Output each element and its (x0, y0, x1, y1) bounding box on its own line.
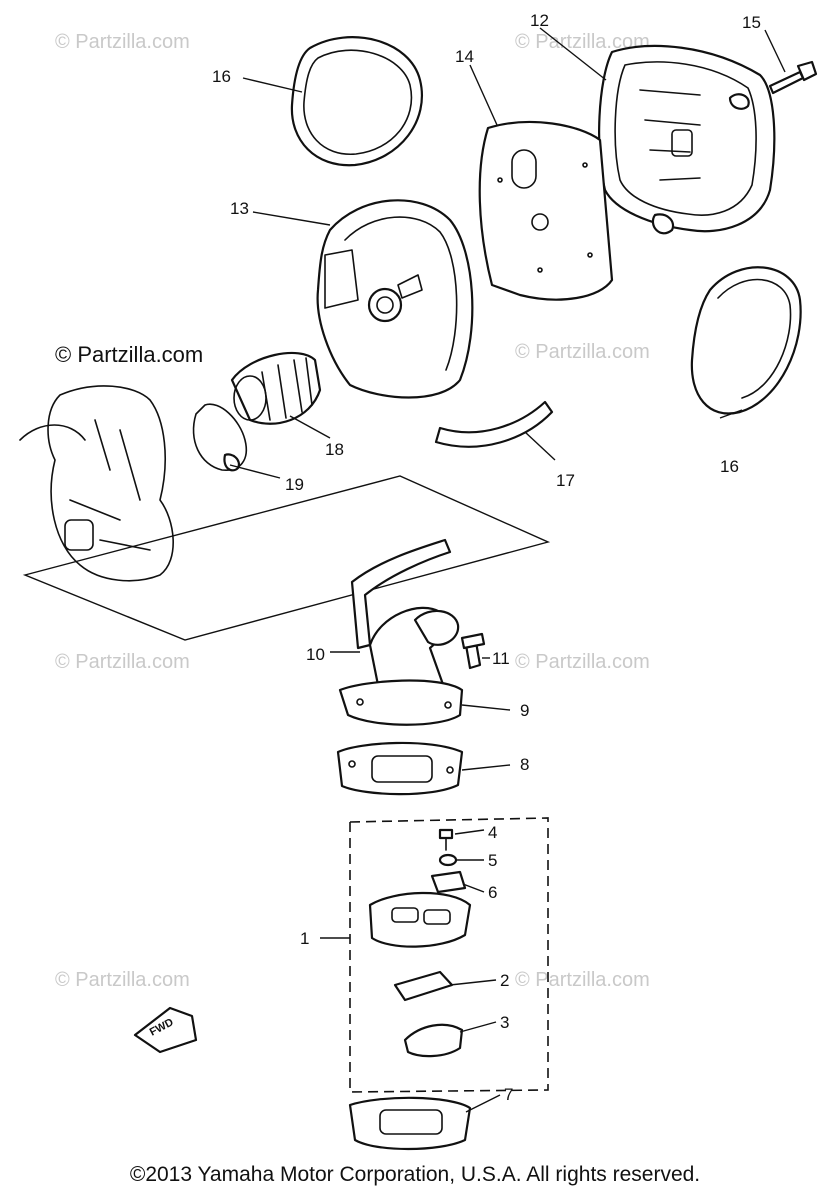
part-14-filter-plate (478, 120, 614, 301)
part-label-4: 4 (488, 823, 497, 842)
part-label-13: 13 (230, 199, 249, 218)
part-3-stopper-plate (403, 1023, 464, 1058)
part-2-reed (393, 970, 454, 1002)
part-label-7: 7 (504, 1085, 513, 1104)
part-16-seal-upper (290, 36, 423, 167)
part-label-10: 10 (306, 645, 325, 664)
part-label-5: 5 (488, 851, 497, 870)
part-label-11: 11 (492, 649, 510, 668)
watermark: © Partzilla.com (515, 31, 650, 53)
watermark: © Partzilla.com (515, 341, 650, 363)
reed-valve-body (368, 891, 472, 948)
part-7-gasket (348, 1096, 472, 1151)
part-5-washer (438, 853, 458, 867)
part-label-12: 12 (530, 11, 549, 30)
part-label-16: 16 (212, 67, 231, 86)
part-8-gasket (336, 741, 464, 796)
watermark: © Partzilla.com (55, 651, 190, 673)
watermark: © Partzilla.com (55, 31, 190, 53)
part-label-14: 14 (455, 47, 474, 66)
part-label-2: 2 (500, 971, 509, 990)
reed-valve-assembly-box (349, 817, 549, 1093)
part-6-stopper (430, 870, 467, 894)
assembly-outline (22, 475, 551, 641)
watermark: © Partzilla.com (55, 969, 190, 991)
part-label-3: 3 (500, 1013, 509, 1032)
watermark: © Partzilla.com (515, 969, 650, 991)
part-label-6: 6 (488, 883, 497, 902)
part-11-bolt (460, 632, 486, 670)
watermark-main: © Partzilla.com (55, 342, 203, 367)
part-17-hose (434, 400, 554, 448)
part-label-16-lower: 16 (720, 457, 739, 476)
part-4-screw (438, 828, 454, 851)
part-15-bolt (768, 60, 818, 95)
leader-lines (229, 27, 786, 1113)
part-label-15: 15 (742, 13, 761, 32)
carburetor-sketch (19, 385, 174, 582)
part-13-case (316, 199, 474, 399)
part-label-9: 9 (520, 701, 529, 720)
part-label-8: 8 (520, 755, 529, 774)
part-10-hose (350, 538, 452, 650)
part-18-element (230, 351, 322, 425)
part-label-17: 17 (556, 471, 575, 490)
copyright-notice: ©2013 Yamaha Motor Corporation, U.S.A. A… (129, 1163, 701, 1186)
part-16-seal-lower (690, 266, 802, 415)
part-label-19: 19 (285, 475, 304, 494)
part-label-18: 18 (325, 440, 344, 459)
fwd-arrow-icon: FWD (133, 1006, 198, 1054)
part-12-cover (598, 44, 776, 235)
part-9-manifold (338, 606, 464, 726)
part-label-1: 1 (300, 929, 309, 948)
watermark: © Partzilla.com (515, 651, 650, 673)
